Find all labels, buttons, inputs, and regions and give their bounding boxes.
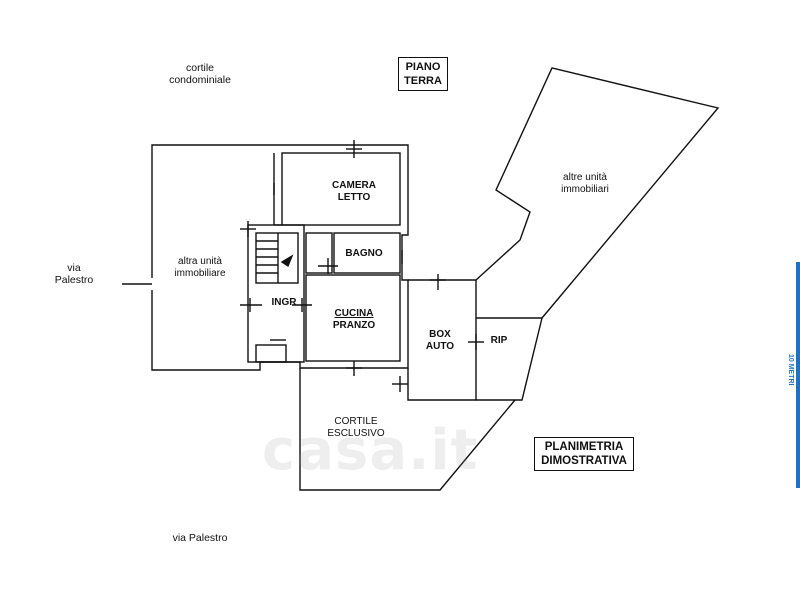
label-line: PRANZO: [332, 320, 376, 331]
room-camera-letto: [281, 152, 401, 226]
label-line: CORTILE: [334, 416, 378, 427]
label-line: AUTO: [425, 341, 455, 352]
label-line: CAMERA: [332, 180, 376, 191]
label-line: BAGNO: [345, 248, 383, 259]
label-ingr: INGR: [266, 297, 302, 309]
ingresso-lower-box: [255, 344, 287, 363]
scale-label: 10 METRI: [787, 354, 794, 386]
room-rip: [476, 317, 543, 401]
label-line: condominiale: [169, 74, 231, 86]
label-line: Palestro: [54, 274, 94, 286]
room-cucina-pranzo: [305, 274, 401, 362]
label-bagno: BAGNO: [338, 248, 390, 260]
label-cortile-esclusivo: CORTILE ESCLUSIVO: [316, 416, 396, 440]
scale-bar: [796, 262, 800, 488]
legend-line-2: DIMOSTRATIVA: [541, 455, 627, 467]
label-cortile-condominiale: cortile condominiale: [160, 62, 240, 86]
label-via-palestro-left: via Palestro: [44, 262, 104, 286]
corridor: [305, 232, 333, 274]
label-line: LETTO: [337, 192, 371, 203]
label-box-auto: BOX AUTO: [420, 329, 460, 353]
stair: [255, 232, 299, 284]
label-altre-unita: altre unità immobiliari: [545, 172, 625, 196]
label-line: CUCINA: [334, 308, 374, 319]
label-line: cortile: [185, 62, 214, 74]
title-line-2: TERRA: [404, 75, 442, 87]
label-camera-letto: CAMERA LETTO: [322, 180, 386, 204]
label-line: RIP: [490, 335, 508, 346]
cortile-esclusivo-outline: [299, 368, 516, 491]
label-line: via Palestro: [172, 532, 228, 544]
label-altra-unita: altra unità immobiliare: [160, 256, 240, 280]
label-via-palestro-bottom: via Palestro: [160, 532, 240, 544]
label-line: altre unità: [563, 172, 607, 183]
legend-line-1: PLANIMETRIA: [544, 441, 624, 453]
label-line: immobiliari: [561, 184, 609, 195]
legend-planimetria: PLANIMETRIA DIMOSTRATIVA: [534, 437, 634, 471]
title-line-1: PIANO: [405, 61, 441, 73]
title-piano-terra: PIANO TERRA: [398, 57, 448, 91]
label-line: via: [67, 262, 81, 274]
label-line: immobiliare: [174, 268, 226, 279]
label-line: ESCLUSIVO: [327, 428, 385, 439]
label-line: BOX: [429, 329, 451, 340]
label-rip: RIP: [484, 335, 514, 347]
label-line: INGR: [271, 297, 297, 308]
altre-unita-outline: [475, 67, 720, 319]
room-bagno: [333, 232, 401, 274]
label-line: altra unità: [178, 256, 222, 267]
building-outline: [151, 144, 409, 371]
label-cucina-pranzo: CUCINA PRANZO: [322, 308, 386, 332]
